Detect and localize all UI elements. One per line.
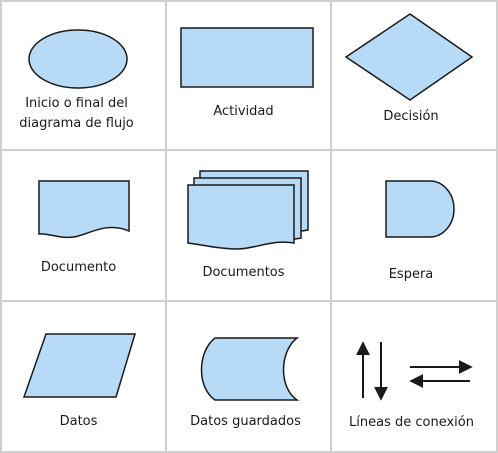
cell-datos: Datos xyxy=(2,302,165,451)
label-documento: Documento xyxy=(40,260,117,275)
label-datos: Datos xyxy=(59,414,98,429)
stored-data-icon xyxy=(200,337,300,401)
label-documentos: Documentos xyxy=(202,265,285,280)
cell-espera: Espera xyxy=(332,151,496,300)
cell-documento: Documento xyxy=(2,151,165,300)
cell-actividad: Actividad xyxy=(167,2,330,149)
label-line-1: Inicio o final del xyxy=(25,96,128,111)
multiple-documents-icon xyxy=(187,170,309,250)
label-decision: Decisión xyxy=(383,109,439,124)
label-datos-guardados: Datos guardados xyxy=(190,414,301,429)
delay-icon xyxy=(385,180,455,238)
cell-lineas-conexion: Líneas de conexión xyxy=(332,302,496,451)
connector-arrows-icon xyxy=(356,341,473,401)
diamond-icon xyxy=(344,13,474,101)
cell-documentos: Documentos xyxy=(167,151,330,300)
rectangle-icon xyxy=(180,27,314,88)
cell-inicio-final: Inicio o final del diagrama de flujo xyxy=(2,2,165,149)
cell-datos-guardados: Datos guardados xyxy=(167,302,330,451)
label-lineas-conexion: Líneas de conexión xyxy=(349,415,474,430)
label-espera: Espera xyxy=(388,267,434,282)
parallelogram-icon xyxy=(22,333,137,398)
ellipse-icon xyxy=(28,29,128,89)
label-line-2: diagrama de flujo xyxy=(19,116,134,131)
cell-decision: Decisión xyxy=(332,2,496,149)
label-actividad: Actividad xyxy=(213,104,274,119)
document-icon xyxy=(38,180,130,239)
